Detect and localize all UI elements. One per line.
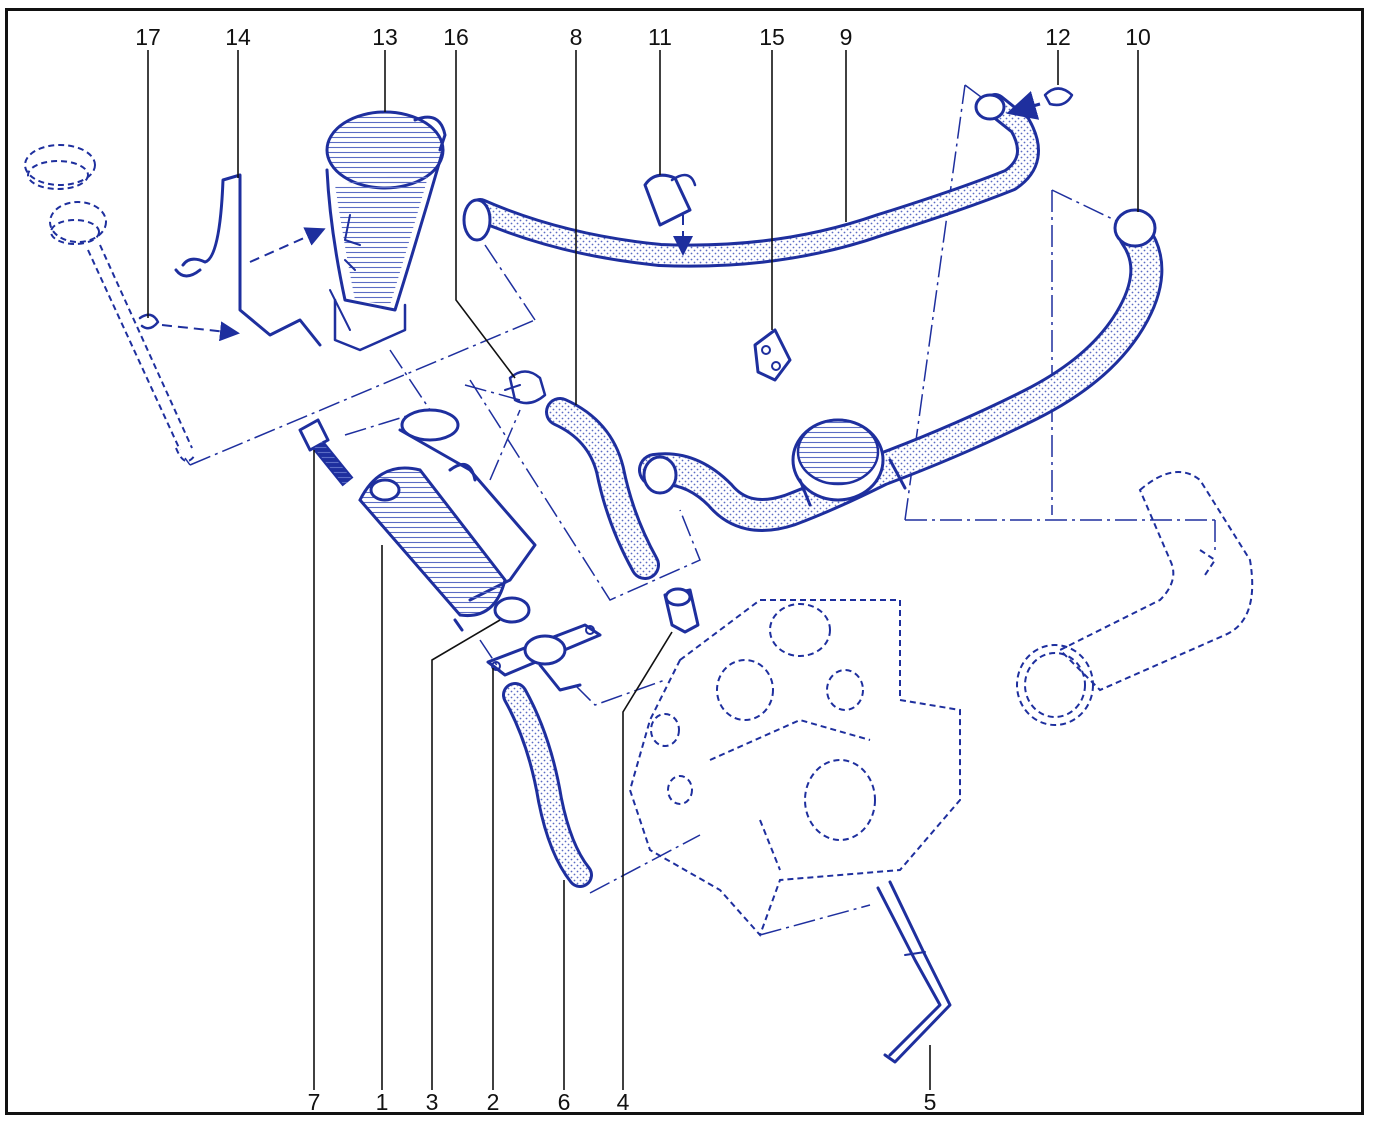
clip	[138, 313, 240, 342]
breather-hose-10	[638, 208, 1164, 532]
callout-1: 1	[376, 1089, 389, 1115]
breather-hose-9	[462, 93, 1040, 268]
callout-7: 7	[308, 1089, 321, 1115]
separator-body	[358, 408, 537, 632]
short-hose-8	[545, 397, 660, 580]
callout-15: 15	[759, 24, 785, 50]
bracket-wire	[174, 173, 326, 347]
intake-pipe-ghost	[1016, 471, 1254, 726]
callout-12: 12	[1045, 24, 1071, 50]
dipstick-tube-ghost	[24, 144, 196, 463]
gasket-flange-2	[486, 623, 602, 692]
callout-11: 11	[648, 24, 672, 50]
leader-lines	[147, 50, 1139, 1090]
hose-clamp-11	[643, 173, 697, 256]
bottom-callouts: 7 1 3 2 6 4 5	[308, 1089, 937, 1115]
oil-separator-housing	[325, 110, 447, 352]
callout-6: 6	[558, 1089, 571, 1115]
callout-2: 2	[487, 1089, 500, 1115]
callout-17: 17	[135, 24, 161, 50]
lower-hose-6	[502, 682, 593, 888]
top-callouts: 17 14 13 16 8 11 15 9 12 10	[135, 24, 1151, 50]
callout-13: 13	[372, 24, 398, 50]
dipstick-5	[876, 880, 952, 1064]
hose-clamp-16	[504, 370, 547, 405]
callout-10: 10	[1125, 24, 1151, 50]
o-ring-3	[493, 596, 531, 624]
hose-clamp-12	[1006, 87, 1074, 120]
callout-16: 16	[443, 24, 469, 50]
callout-8: 8	[570, 24, 583, 50]
bracket-plate-15	[753, 328, 792, 382]
callout-9: 9	[840, 24, 853, 50]
callout-14: 14	[225, 24, 251, 50]
callout-5: 5	[924, 1089, 937, 1115]
union-fitting-4	[663, 587, 700, 634]
callout-4: 4	[617, 1089, 630, 1115]
engine-block-ghost	[628, 599, 961, 937]
bolt-7	[298, 418, 354, 487]
callout-3: 3	[426, 1089, 439, 1115]
